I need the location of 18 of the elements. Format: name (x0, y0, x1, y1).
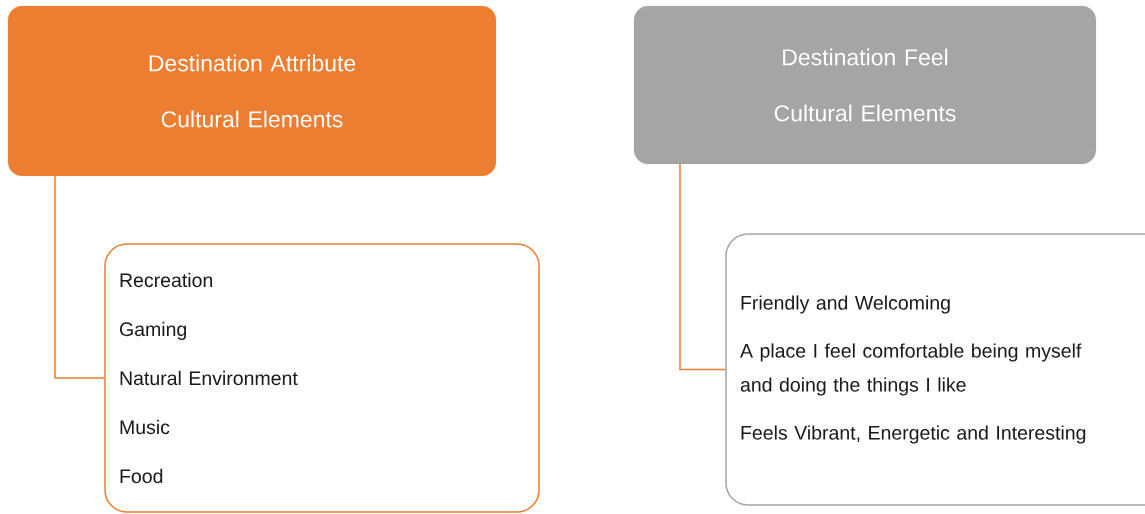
list-box (725, 233, 1145, 506)
list-item: Friendly and Welcoming (741, 295, 950, 314)
list-item: A place I feel comfortable being myself and doing the things I like (740, 343, 1082, 396)
list-item: Natural Environment (120, 370, 298, 386)
connector-line (679, 163, 726, 371)
heading-text: Cultural Elements (161, 110, 343, 128)
list-item: Music (120, 419, 170, 435)
list-item: Recreation (120, 272, 213, 288)
list-item: Food (120, 468, 163, 484)
heading-text: Destination Feel (783, 48, 948, 66)
heading-text: Cultural Elements (774, 104, 956, 122)
connector-line (54, 175, 105, 379)
heading-box (7, 5, 497, 177)
list-item: Feels Vibrant, Energetic and Interesting (741, 425, 1086, 444)
heading-text: Destination Attribute (149, 54, 356, 72)
list-item: Gaming (120, 321, 187, 340)
list-box (104, 243, 540, 513)
heading-box (633, 5, 1097, 165)
